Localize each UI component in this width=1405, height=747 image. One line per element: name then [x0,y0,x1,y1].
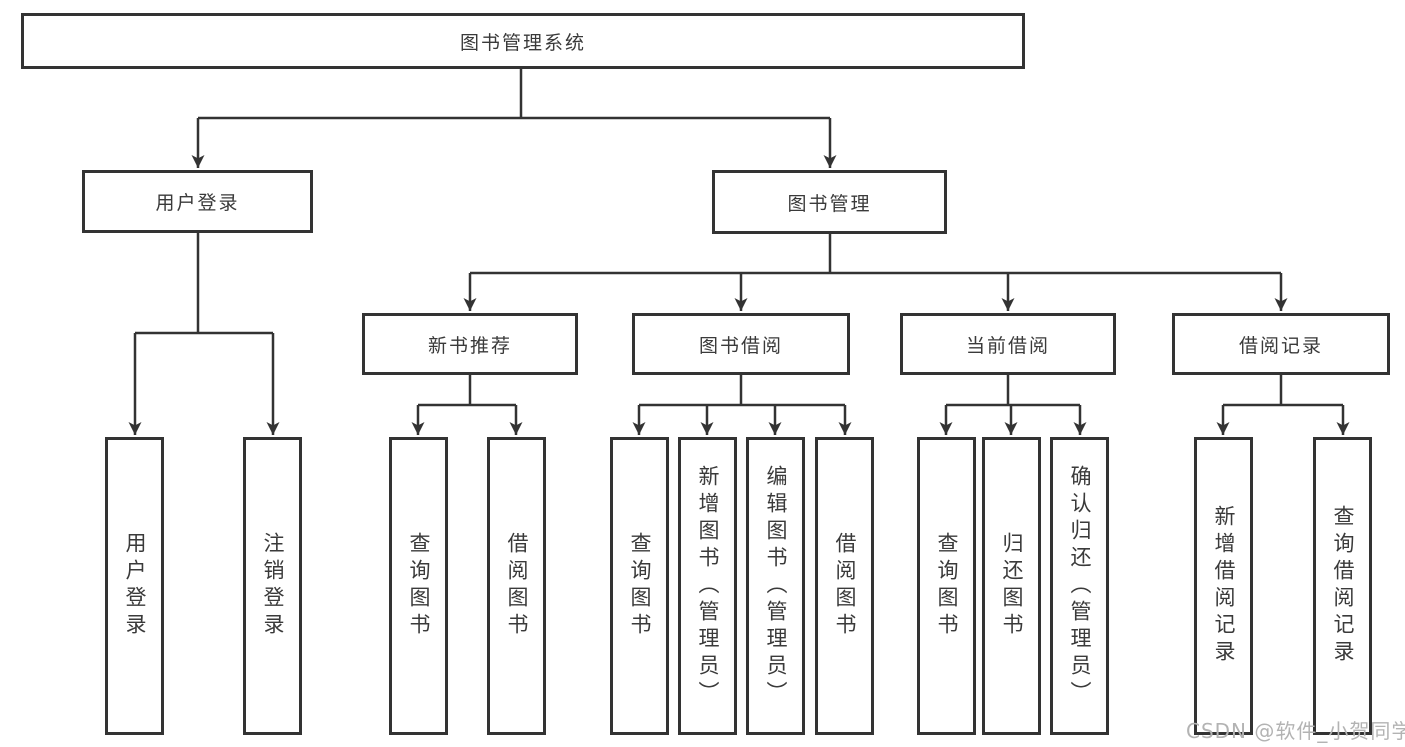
edges-borrow-records-to-children [1216,375,1350,435]
leaf-search-borrow-record: 查询借阅记录 [1313,437,1372,735]
leaf-edit-book-admin: 编辑图书（管理员） [746,437,805,735]
csdn-watermark: CSDN @软件_小贺同学 [1186,719,1405,743]
leaf-return-book: 归还图书 [982,437,1041,735]
leaf-search-books-current: 查询图书 [917,437,976,735]
edges-new-book-recommend-to-children [411,375,523,435]
leaf-add-book-admin: 新增图书（管理员） [678,437,737,735]
leaf-borrow-books-recommend: 借阅图书 [487,437,546,735]
edges-current-borrow-to-children [939,375,1087,435]
edges-book-borrow-to-children [632,375,852,435]
edges-root-to-level2 [191,69,837,168]
leaf-logout: 注销登录 [243,437,302,735]
leaf-user-login: 用户登录 [105,437,164,735]
node-new-book-recommend: 新书推荐 [362,313,578,375]
node-root-system: 图书管理系统 [21,13,1025,69]
leaf-add-borrow-record: 新增借阅记录 [1194,437,1253,735]
node-borrow-records: 借阅记录 [1172,313,1390,375]
node-current-borrow: 当前借阅 [900,313,1116,375]
edges-book-management-to-level3 [463,234,1288,311]
node-book-borrow: 图书借阅 [632,313,850,375]
node-book-management: 图书管理 [712,170,947,234]
edges-user-login-to-children [128,233,280,435]
leaf-search-books-recommend: 查询图书 [389,437,448,735]
leaf-borrow-books: 借阅图书 [815,437,874,735]
leaf-confirm-return-admin: 确认归还（管理员） [1050,437,1109,735]
node-user-login: 用户登录 [82,170,313,233]
leaf-search-books-borrow: 查询图书 [610,437,669,735]
